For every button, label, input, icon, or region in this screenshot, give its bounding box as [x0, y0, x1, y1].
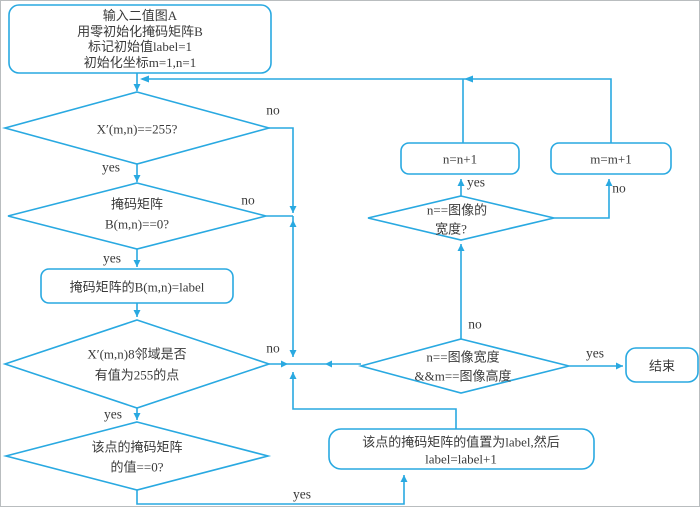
arrow-junctionB-from-right: [325, 360, 332, 368]
edge-label-d4-yes: yes: [293, 486, 311, 502]
node-d1-diamond: [1, 91, 273, 165]
arrow-junctionB-from-left: [281, 360, 288, 368]
arrow-junctionA-from-bottom: [289, 220, 297, 227]
connector-d1-no: [269, 127, 294, 213]
arrow-into-r1: [133, 260, 141, 267]
start-line-2: 用零初始化掩码矩阵B: [77, 23, 203, 39]
node-r1-box: [40, 268, 234, 304]
connector-d4-yes: [136, 475, 405, 505]
d4-line-1: 该点的掩码矩阵: [91, 439, 183, 455]
edge-label-d5-yes: yes: [586, 345, 604, 361]
arrow-into-r2: [400, 475, 408, 482]
d6-line-1: n==图像的: [426, 202, 488, 218]
arrow-into-d4: [133, 413, 141, 420]
edge-label-d2-yes: yes: [103, 250, 121, 266]
arrow-into-d3: [133, 310, 141, 317]
edge-label-d6-no: no: [612, 180, 626, 196]
d4-line-2: 的值==0?: [110, 459, 164, 475]
r2-line-2: label=label+1: [425, 451, 497, 467]
node-d4-diamond: [2, 421, 272, 491]
edge-label-d6-yes: yes: [467, 174, 485, 190]
arrow-into-ninc: [457, 179, 465, 186]
arrow-into-d6: [457, 244, 465, 251]
edge-label-d2-no: no: [241, 192, 255, 208]
r1-label: 掩码矩阵的B(m,n)=label: [69, 279, 205, 295]
connector-d6-no: [554, 179, 610, 219]
start-line-4: 初始化坐标m=1,n=1: [83, 54, 197, 70]
d1-label: X′(m,n)==255?: [96, 121, 178, 137]
edge-label-d1-no: no: [266, 102, 280, 118]
node-d2-diamond: [7, 182, 267, 250]
node-r2-box: [328, 428, 595, 470]
start-line-3: 标记初始值label=1: [87, 39, 193, 54]
d5-line-2: &&m==图像高度: [414, 368, 512, 384]
d5-line-1: n==图像宽度: [426, 349, 500, 365]
arrow-loopback-end: [140, 75, 149, 83]
connector-r2-to-junctionB: [292, 372, 457, 429]
arrow-into-minc: [605, 179, 613, 186]
arrow-into-d1: [133, 84, 141, 91]
edge-label-d1-yes: yes: [102, 159, 120, 175]
d2-line-2: B(m,n)==0?: [104, 216, 170, 232]
connector-minc-loopback: [142, 78, 612, 143]
arrow-into-d2: [133, 175, 141, 182]
node-end-box: [625, 347, 699, 383]
node-d5-diamond: [357, 338, 570, 394]
node-minc-box: [550, 142, 672, 175]
arrow-junctionA-from-top: [289, 206, 297, 213]
node-start-box: [8, 4, 272, 74]
r2-line-1: 该点的掩码矩阵的值置为label,然后: [362, 434, 560, 450]
start-line-1: 输入二值图A: [102, 8, 178, 23]
arrow-junctionB-from-top: [289, 350, 297, 357]
arrow-junctionB-from-bottom: [289, 372, 297, 379]
node-d6-diamond: [367, 195, 555, 241]
arrow-into-end: [616, 362, 623, 370]
edge-label-d5-no: no: [468, 316, 482, 332]
start-node-text: 输入二值图A 用零初始化掩码矩阵B 标记初始值label=1 初始化坐标m=1,…: [9, 5, 271, 73]
arrow-loopback-mid: [464, 75, 473, 83]
edge-label-d3-yes: yes: [104, 406, 122, 422]
edge-label-d3-no: no: [266, 340, 280, 356]
d6-line-2: 宽度?: [435, 221, 467, 237]
minc-label: m=m+1: [590, 151, 632, 167]
d3-line-1: X′(m,n)8邻域是否: [87, 346, 187, 362]
d3-line-2: 有值为255的点: [94, 367, 180, 383]
node-d3-diamond: [2, 319, 272, 409]
ninc-label: n=n+1: [442, 151, 478, 167]
node-ninc-box: [400, 142, 520, 175]
d2-line-1: 掩码矩阵: [110, 196, 164, 212]
end-label: 结束: [648, 358, 676, 374]
